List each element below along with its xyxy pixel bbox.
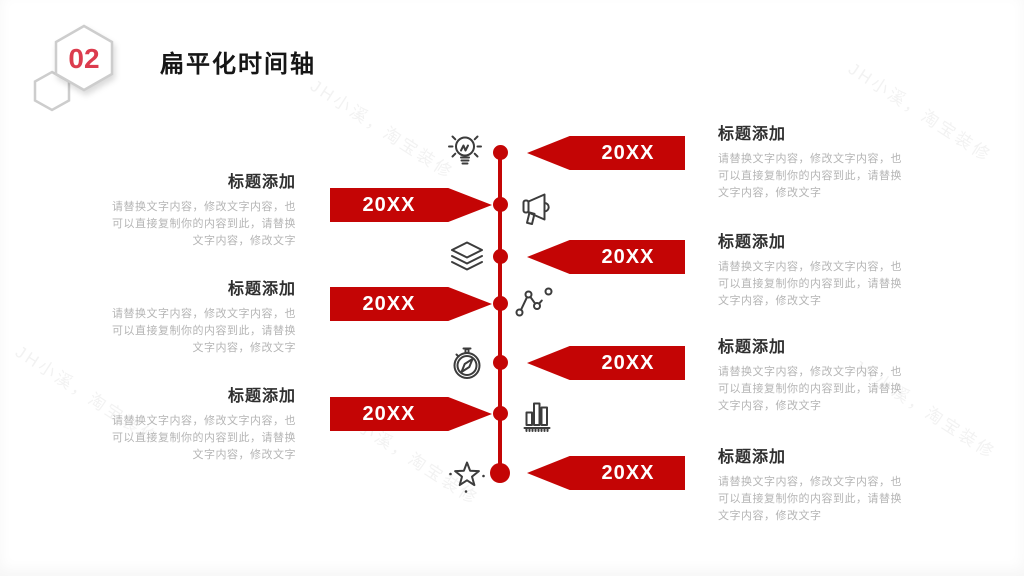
block-body-line: 可以直接复制你的内容到此，请替换: [112, 218, 296, 230]
big-hexagon-shape: [54, 24, 114, 92]
block-title: 标题添加: [718, 339, 787, 356]
year-label: 20XX: [362, 292, 416, 315]
compass-icon: [445, 340, 489, 384]
section-number-badge: 02: [33, 24, 114, 112]
lightbulb-icon: [443, 130, 487, 174]
block-body-line: 文字内容，修改文字: [718, 400, 822, 412]
year-label: 20XX: [601, 351, 655, 374]
block-body-line: 文字内容，修改文字: [718, 187, 822, 199]
scatter-chart-icon: [512, 282, 556, 326]
year-label: 20XX: [362, 193, 416, 216]
block-body-line: 可以直接复制你的内容到此，请替换: [718, 493, 902, 505]
timeline-dot: [493, 406, 508, 421]
text-block: 标题添加 请替换文字内容，修改文字内容，也 可以直接复制你的内容到此，请替换 文…: [718, 120, 910, 202]
timeline-dot: [493, 249, 508, 264]
watermark: JH小溪，淘宝装修: [306, 76, 458, 183]
megaphone-icon: [512, 184, 556, 228]
block-body-line: 文字内容，修改文字: [192, 342, 296, 354]
block-title: 标题添加: [227, 388, 296, 405]
year-label: 20XX: [362, 402, 416, 425]
text-block: 标题添加 请替换文字内容，修改文字内容，也 可以直接复制你的内容到此，请替换 文…: [95, 275, 296, 357]
year-label: 20XX: [601, 245, 655, 268]
block-body-line: 可以直接复制你的内容到此，请替换: [112, 325, 296, 337]
block-body-line: 可以直接复制你的内容到此，请替换: [112, 432, 296, 444]
block-body-line: 可以直接复制你的内容到此，请替换: [718, 170, 902, 182]
block-body-line: 文字内容，修改文字: [718, 295, 822, 307]
text-block: 标题添加 请替换文字内容，修改文字内容，也 可以直接复制你的内容到此，请替换 文…: [718, 228, 910, 310]
year-label: 20XX: [601, 461, 655, 484]
block-title: 标题添加: [718, 449, 787, 466]
timeline-end-dot: [490, 463, 510, 483]
block-body-line: 请替换文字内容，修改文字内容，也: [718, 261, 902, 273]
timeline-line: [498, 153, 502, 475]
text-block: 标题添加 请替换文字内容，修改文字内容，也 可以直接复制你的内容到此，请替换 文…: [95, 382, 296, 464]
block-title: 标题添加: [718, 234, 787, 251]
star-icon: [445, 452, 489, 496]
block-body-line: 请替换文字内容，修改文字内容，也: [718, 153, 902, 165]
block-body-line: 请替换文字内容，修改文字内容，也: [718, 476, 902, 488]
bar-chart-icon: [513, 391, 557, 435]
block-title: 标题添加: [227, 281, 296, 298]
timeline-dot: [493, 197, 508, 212]
block-body-line: 请替换文字内容，修改文字内容，也: [718, 366, 902, 378]
block-body-line: 可以直接复制你的内容到此，请替换: [718, 383, 902, 395]
year-arrow: 20XX: [527, 240, 685, 274]
block-body-line: 文字内容，修改文字: [718, 510, 822, 522]
text-block: 标题添加 请替换文字内容，修改文字内容，也 可以直接复制你的内容到此，请替换 文…: [718, 333, 910, 415]
block-title: 标题添加: [718, 126, 787, 143]
year-arrow: 20XX: [527, 456, 685, 490]
year-arrow: 20XX: [330, 397, 492, 431]
timeline-dot: [493, 355, 508, 370]
text-block: 标题添加 请替换文字内容，修改文字内容，也 可以直接复制你的内容到此，请替换 文…: [95, 168, 296, 250]
year-arrow: 20XX: [527, 346, 685, 380]
year-arrow: 20XX: [527, 136, 685, 170]
block-body-line: 请替换文字内容，修改文字内容，也: [112, 308, 296, 320]
year-arrow: 20XX: [330, 188, 492, 222]
year-arrow: 20XX: [330, 287, 492, 321]
block-body-line: 可以直接复制你的内容到此，请替换: [718, 278, 902, 290]
block-body-line: 请替换文字内容，修改文字内容，也: [112, 201, 296, 213]
block-body-line: 请替换文字内容，修改文字内容，也: [112, 415, 296, 427]
timeline-dot: [493, 145, 508, 160]
timeline-dot: [493, 296, 508, 311]
block-body-line: 文字内容，修改文字: [192, 235, 296, 247]
section-number: 02: [68, 43, 99, 74]
slide-title: 扁平化时间轴: [160, 51, 316, 78]
year-label: 20XX: [601, 141, 655, 164]
block-title: 标题添加: [227, 174, 296, 191]
block-body-line: 文字内容，修改文字: [192, 449, 296, 461]
text-block: 标题添加 请替换文字内容，修改文字内容，也 可以直接复制你的内容到此，请替换 文…: [718, 443, 910, 525]
layers-icon: [445, 236, 489, 280]
